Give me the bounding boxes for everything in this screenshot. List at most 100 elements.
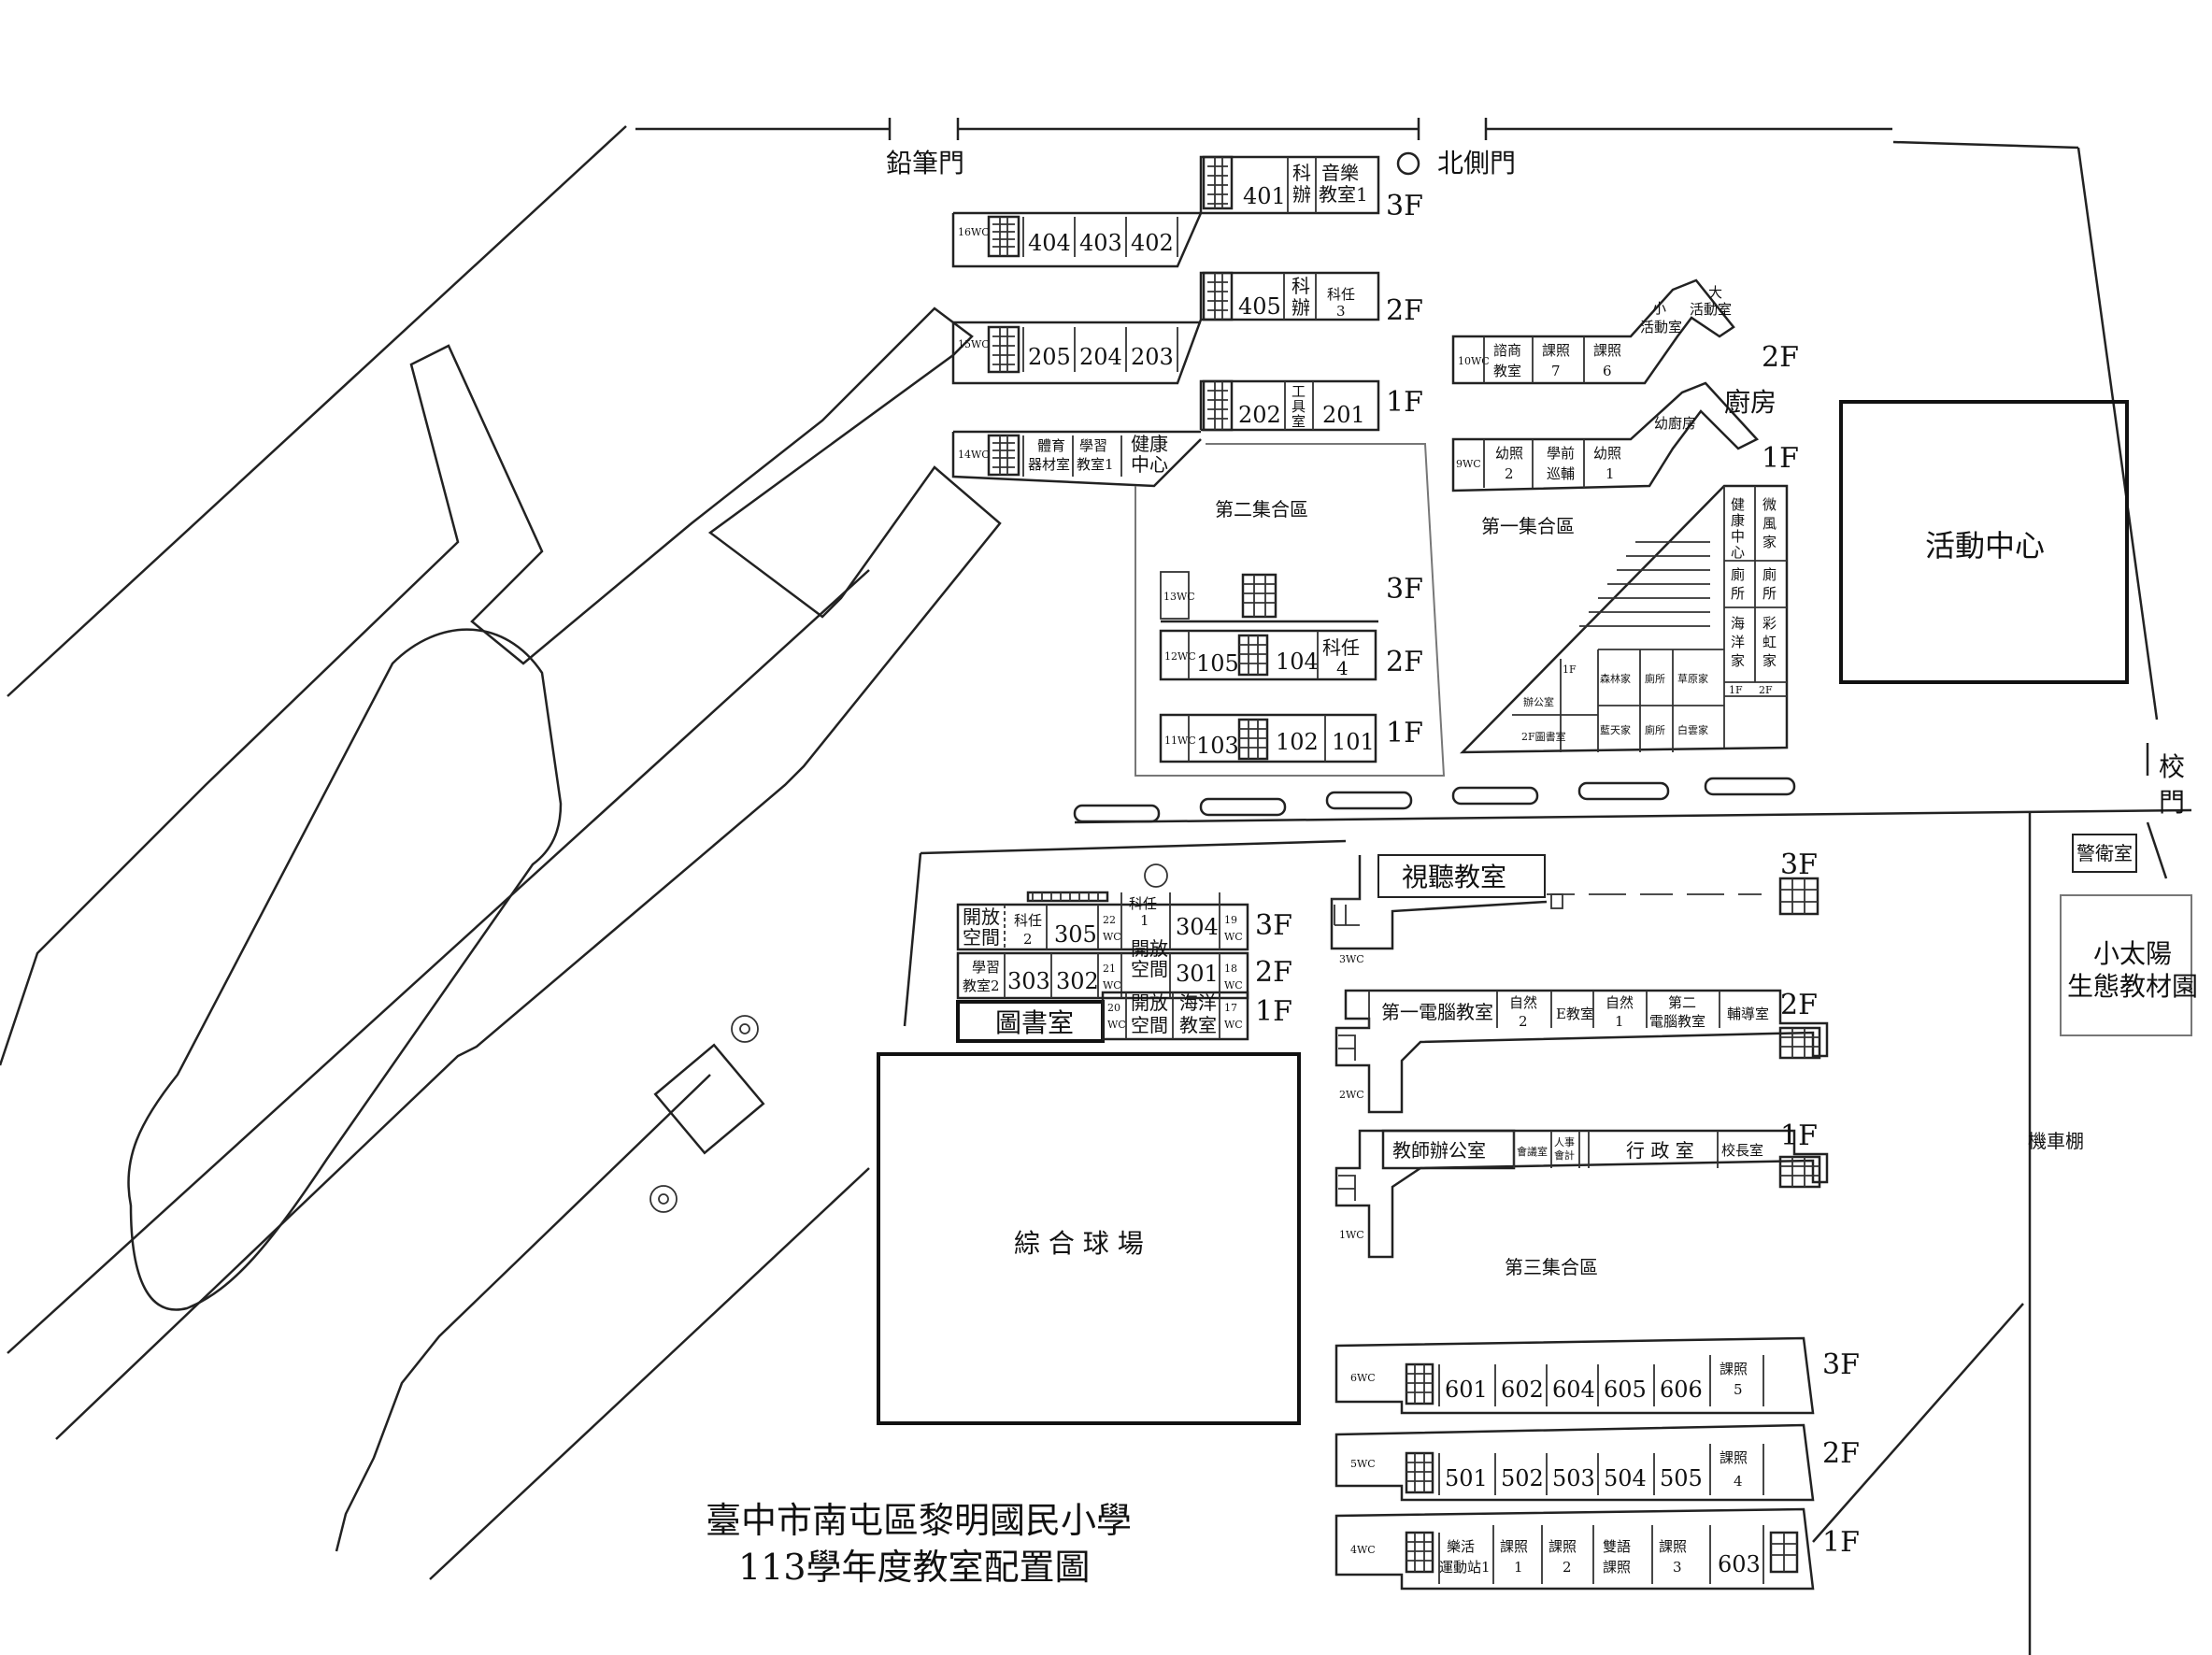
svg-text:電腦教室: 電腦教室 bbox=[1649, 1013, 1705, 1030]
svg-text:微: 微 bbox=[1762, 496, 1777, 513]
room-201: 201 bbox=[1322, 402, 1365, 428]
room-103: 103 bbox=[1196, 733, 1239, 759]
svg-text:心: 心 bbox=[1731, 544, 1745, 561]
main-gate: 校 門 bbox=[2146, 743, 2185, 818]
svg-text:科任: 科任 bbox=[1014, 912, 1042, 929]
map-title-line1: 臺中市南屯區黎明國民小學 bbox=[706, 1500, 1132, 1541]
svg-text:健: 健 bbox=[1731, 496, 1745, 513]
svg-text:1F: 1F bbox=[1729, 684, 1743, 696]
svg-text:白雲家: 白雲家 bbox=[1677, 723, 1708, 736]
north-1f-label: 1F bbox=[1386, 386, 1423, 419]
room-501: 501 bbox=[1445, 1465, 1488, 1491]
svg-text:自然: 自然 bbox=[1509, 994, 1537, 1011]
svg-text:輔導室: 輔導室 bbox=[1727, 1006, 1769, 1022]
svg-text:課照: 課照 bbox=[1720, 1449, 1748, 1466]
svg-text:康: 康 bbox=[1731, 512, 1745, 529]
room-606: 606 bbox=[1660, 1377, 1703, 1403]
svg-text:室: 室 bbox=[1292, 413, 1306, 430]
svg-text:會計: 會計 bbox=[1554, 1149, 1575, 1162]
svg-text:健康: 健康 bbox=[1131, 433, 1168, 455]
campus-boundary bbox=[7, 125, 2192, 1655]
zone1-label: 第一集合區 bbox=[1481, 515, 1575, 537]
svg-text:5: 5 bbox=[1734, 1381, 1743, 1398]
south-3f-label: 3F bbox=[1822, 1348, 1860, 1381]
svg-text:1F: 1F bbox=[1563, 663, 1577, 676]
svg-text:小太陽: 小太陽 bbox=[2093, 938, 2172, 969]
south-building: 6WC 601 602 604 605 606 課照 5 3F 5WC 501 … bbox=[1334, 1336, 1860, 1591]
room-403: 403 bbox=[1079, 230, 1122, 256]
svg-text:家: 家 bbox=[1762, 652, 1777, 669]
room-502: 502 bbox=[1501, 1465, 1544, 1491]
svg-text:海洋: 海洋 bbox=[1179, 992, 1217, 1014]
svg-text:課照: 課照 bbox=[1542, 342, 1570, 359]
svg-text:器材室: 器材室 bbox=[1028, 456, 1070, 473]
svg-text:14WC: 14WC bbox=[958, 449, 990, 461]
kitchen-label: 廚房 bbox=[1724, 387, 1777, 418]
svg-text:第二: 第二 bbox=[1668, 994, 1696, 1011]
svg-text:風: 風 bbox=[1762, 515, 1777, 532]
center-3f-label: 3F bbox=[1780, 849, 1818, 881]
svg-text:6: 6 bbox=[1603, 363, 1612, 379]
svg-text:16WC: 16WC bbox=[958, 226, 990, 238]
svg-text:所: 所 bbox=[1731, 585, 1745, 602]
west-3f-label: 3F bbox=[1255, 909, 1292, 942]
kinder-1f-label: 1F bbox=[1762, 442, 1799, 475]
svg-text:課照: 課照 bbox=[1603, 1559, 1631, 1576]
svg-text:樂活: 樂活 bbox=[1447, 1538, 1475, 1555]
room-304: 304 bbox=[1176, 914, 1219, 940]
zone3-label: 第三集合區 bbox=[1505, 1256, 1598, 1278]
svg-text:2: 2 bbox=[1563, 1559, 1572, 1576]
svg-text:教室2: 教室2 bbox=[963, 977, 1000, 994]
svg-text:課照: 課照 bbox=[1593, 342, 1621, 359]
svg-text:空間: 空間 bbox=[1131, 958, 1168, 980]
svg-text:門: 門 bbox=[2159, 787, 2185, 818]
svg-text:科: 科 bbox=[1292, 275, 1310, 297]
svg-text:2: 2 bbox=[1023, 931, 1033, 948]
svg-text:諮商: 諮商 bbox=[1493, 342, 1521, 359]
kindergarten-building: 10WC 諮商 教室 課照 7 課照 6 小 活動室 大 活動室 2F 9WC … bbox=[1451, 278, 1799, 754]
svg-text:廁所: 廁所 bbox=[1645, 672, 1665, 685]
zone2: 第二集合區 13WC 3F 12WC 105 104 科任 4 2F 11WC … bbox=[1135, 443, 1446, 777]
room-504: 504 bbox=[1604, 1465, 1647, 1491]
room-404: 404 bbox=[1028, 230, 1071, 256]
west-1f-label: 1F bbox=[1255, 995, 1292, 1028]
sports-court-label: 綜 合 球 場 bbox=[1014, 1228, 1144, 1259]
svg-text:課照: 課照 bbox=[1659, 1538, 1687, 1555]
room-303: 303 bbox=[1007, 968, 1050, 994]
svg-text:體育: 體育 bbox=[1037, 437, 1065, 454]
svg-text:課照: 課照 bbox=[1720, 1361, 1748, 1377]
svg-text:科: 科 bbox=[1292, 162, 1311, 184]
svg-text:2F圖書室: 2F圖書室 bbox=[1521, 730, 1566, 743]
svg-text:開放: 開放 bbox=[963, 906, 1000, 928]
svg-text:E教室: E教室 bbox=[1556, 1006, 1594, 1022]
svg-text:1: 1 bbox=[1140, 912, 1149, 929]
svg-text:13WC: 13WC bbox=[1163, 591, 1195, 603]
scooter-shed-label: 機車棚 bbox=[2028, 1130, 2084, 1152]
svg-text:廁: 廁 bbox=[1731, 566, 1745, 583]
admin-office-label: 行 政 室 bbox=[1626, 1139, 1694, 1162]
room-205: 205 bbox=[1028, 344, 1071, 370]
svg-text:森林家: 森林家 bbox=[1600, 672, 1631, 685]
svg-text:運動站1: 運動站1 bbox=[1439, 1559, 1491, 1576]
teachers-office-label: 教師辦公室 bbox=[1392, 1139, 1486, 1162]
running-track bbox=[0, 307, 1002, 1580]
svg-text:1: 1 bbox=[1605, 465, 1615, 482]
svg-text:3: 3 bbox=[1336, 303, 1346, 320]
svg-text:課照: 課照 bbox=[1500, 1538, 1528, 1555]
north-gate-label: 北側門 bbox=[1437, 148, 1516, 178]
svg-text:學習: 學習 bbox=[1079, 437, 1107, 454]
center-2f-label: 2F bbox=[1780, 989, 1818, 1021]
svg-text:廁所: 廁所 bbox=[1645, 723, 1665, 736]
room-401: 401 bbox=[1243, 183, 1286, 209]
svg-text:開放: 開放 bbox=[1131, 937, 1168, 960]
svg-text:3: 3 bbox=[1673, 1559, 1682, 1576]
svg-text:18: 18 bbox=[1224, 963, 1237, 975]
svg-text:彩: 彩 bbox=[1762, 615, 1777, 632]
sports-court bbox=[877, 1052, 1301, 1425]
svg-text:海: 海 bbox=[1731, 615, 1745, 632]
svg-text:WC: WC bbox=[1103, 931, 1121, 943]
svg-text:3WC: 3WC bbox=[1339, 953, 1364, 965]
svg-text:洋: 洋 bbox=[1731, 634, 1745, 650]
svg-text:草原家: 草原家 bbox=[1677, 672, 1708, 685]
svg-text:2: 2 bbox=[1505, 465, 1514, 482]
